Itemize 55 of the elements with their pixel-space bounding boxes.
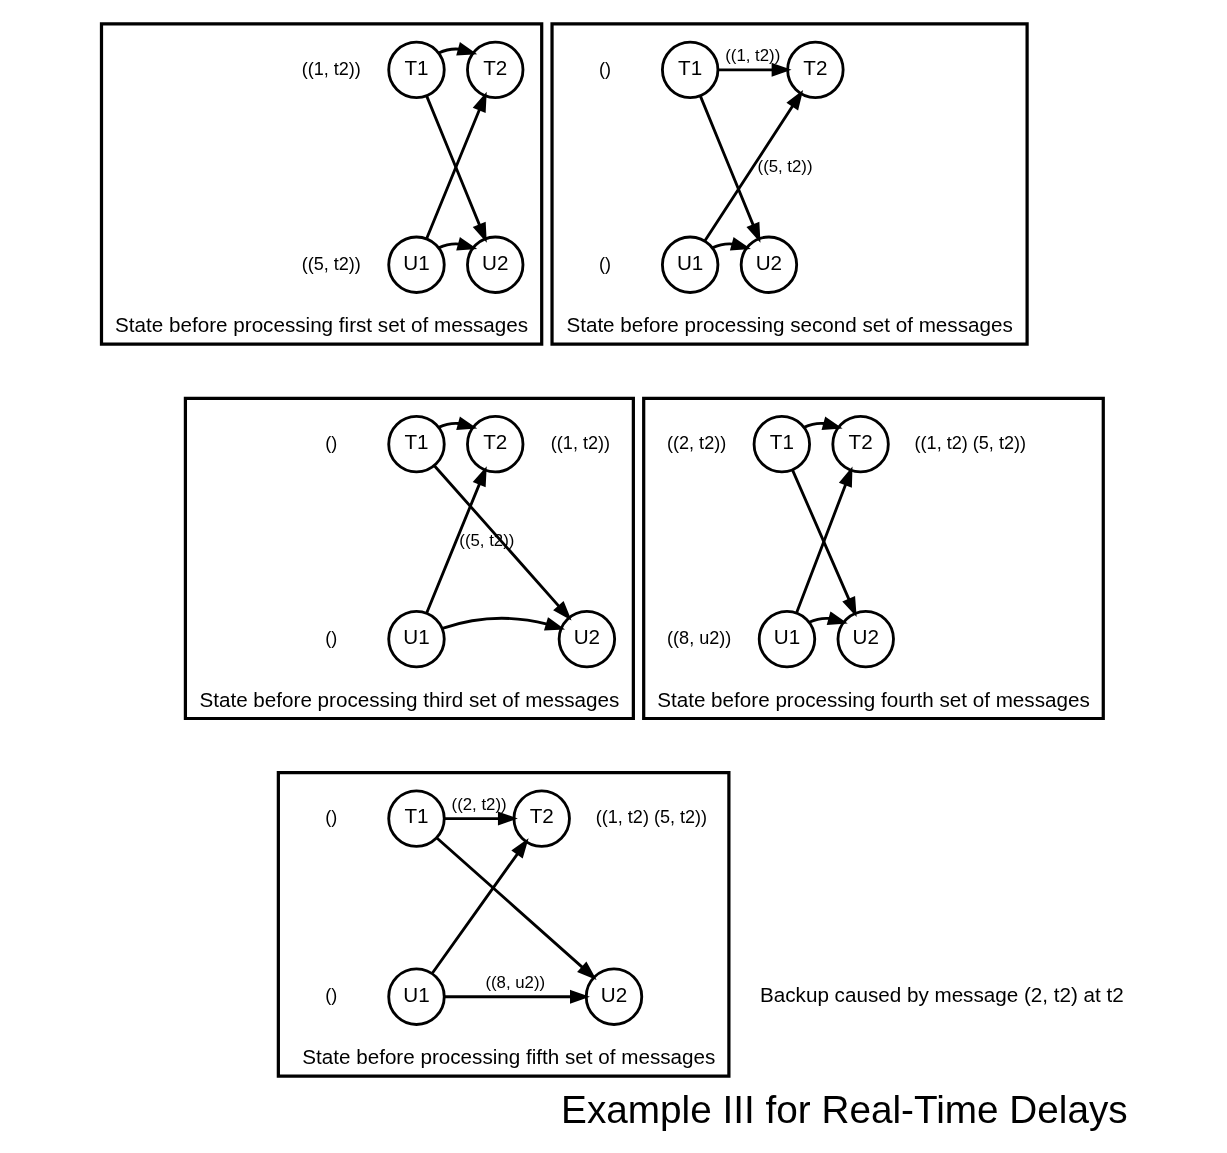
node-circle: U1	[386, 967, 446, 1026]
arrow	[698, 95, 760, 243]
edge-label: ((8, u2))	[484, 973, 545, 993]
node-label: ((2, t2))	[666, 432, 726, 453]
arrow	[703, 89, 803, 242]
label: Backup caused by message (2, t2) at t2	[759, 982, 1124, 1006]
node-label: ()	[324, 807, 337, 828]
node-circle: U2	[836, 609, 895, 669]
node-label: ()	[598, 58, 611, 79]
node-circle: T1	[386, 415, 446, 474]
node-circle: U2	[557, 609, 616, 669]
node-circle: U1	[757, 609, 816, 669]
node-label: ((1, t2))	[301, 58, 361, 79]
arrow	[802, 416, 843, 430]
node-label: ((5, t2))	[301, 253, 361, 274]
arrow	[808, 611, 848, 625]
node-label: ()	[598, 253, 611, 274]
node-circle: T1	[752, 415, 811, 474]
arrow	[424, 466, 487, 614]
arrow	[430, 838, 529, 975]
arrow	[437, 416, 477, 430]
node-circle: T2	[465, 40, 524, 99]
arrow	[435, 836, 597, 980]
node-circle: U1	[386, 235, 446, 294]
node-circle: U2	[465, 235, 524, 294]
edge-label: ((1, t2))	[724, 46, 780, 66]
node-circle: U2	[584, 967, 643, 1026]
arrow	[711, 237, 751, 251]
node-circle: T1	[660, 40, 719, 99]
node-label: ()	[324, 985, 337, 1006]
node-circle: T2	[512, 789, 571, 848]
arrow	[441, 616, 565, 631]
node-label: ()	[324, 627, 337, 648]
arrow	[432, 464, 572, 621]
node-label: ((1, t2))	[550, 432, 610, 453]
node-circle: T2	[465, 415, 524, 474]
node-label: ((1, t2) (5, t2))	[914, 432, 1026, 453]
edge-label: ((2, t2))	[451, 795, 507, 815]
node-label: ((8, u2))	[666, 627, 731, 648]
node-circle: U2	[739, 235, 798, 294]
arrow	[443, 811, 518, 826]
node-label: ((1, t2) (5, t2))	[595, 807, 707, 828]
node-circle: T2	[785, 40, 845, 99]
node-label: ()	[324, 432, 337, 453]
node-circle: T1	[386, 40, 446, 99]
arrow	[437, 237, 477, 251]
node-circle: T1	[386, 789, 446, 848]
arrow	[437, 42, 477, 56]
arrow	[717, 62, 792, 77]
edge-label: ((5, t2))	[757, 156, 813, 176]
node-circle: U1	[386, 609, 446, 669]
node-circle: U1	[660, 235, 719, 294]
node-circle: T2	[830, 415, 890, 474]
arrow	[443, 989, 590, 1004]
diagram-title: Example III for Real-Time Delays	[560, 1087, 1128, 1131]
